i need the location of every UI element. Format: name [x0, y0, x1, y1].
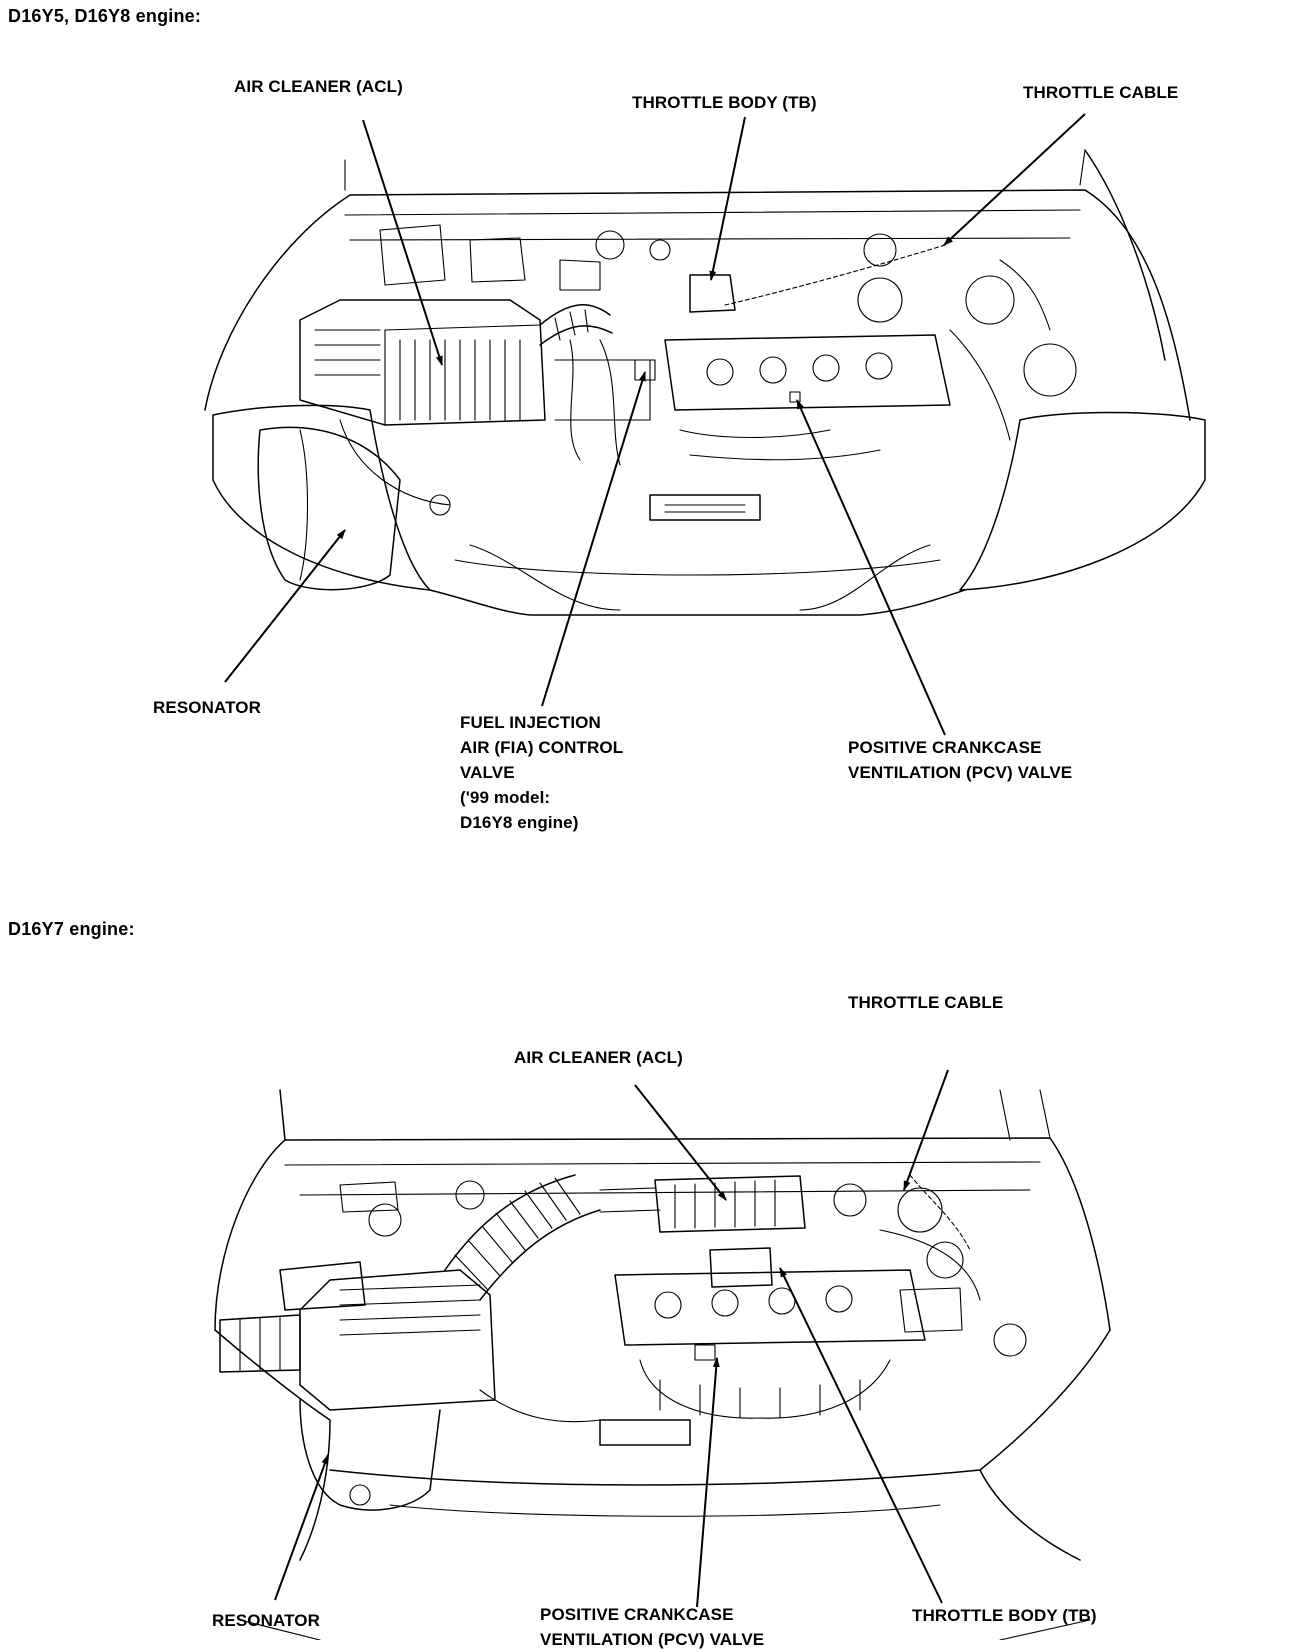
- bottom-engine-bay-illustration: [214, 1089, 1111, 1640]
- label-pcv-valve-bottom: POSITIVE CRANKCASE VENTILATION (PCV) VAL…: [540, 1602, 764, 1652]
- pcv-top-line-2: VENTILATION (PCV) VALVE: [848, 763, 1073, 782]
- top-diagram-heading: D16Y5, D16Y8 engine:: [8, 6, 202, 26]
- label-throttle-body-top: THROTTLE BODY (TB): [632, 93, 817, 112]
- fia-line-4: ('99 model:: [460, 788, 551, 807]
- label-throttle-body-bottom: THROTTLE BODY (TB): [912, 1606, 1097, 1625]
- fia-line-2: AIR (FIA) CONTROL: [460, 738, 624, 757]
- label-throttle-cable-top: THROTTLE CABLE: [1023, 83, 1179, 102]
- pcv-top-line-1: POSITIVE CRANKCASE: [848, 738, 1042, 757]
- pcv-bottom-line-1: POSITIVE CRANKCASE: [540, 1605, 734, 1624]
- fia-line-3: VALVE: [460, 763, 515, 782]
- top-leader-lines: [224, 113, 1086, 736]
- bottom-diagram-heading: D16Y7 engine:: [8, 919, 135, 939]
- top-engine-bay-illustration: [204, 149, 1206, 616]
- label-resonator-bottom: RESONATOR: [212, 1611, 320, 1630]
- label-pcv-valve-top: POSITIVE CRANKCASE VENTILATION (PCV) VAL…: [848, 735, 1072, 785]
- label-throttle-cable-bottom: THROTTLE CABLE: [848, 993, 1004, 1012]
- label-air-cleaner-bottom: AIR CLEANER (ACL): [514, 1048, 683, 1067]
- label-resonator-top: RESONATOR: [153, 698, 261, 717]
- label-air-cleaner-top: AIR CLEANER (ACL): [234, 77, 403, 96]
- label-fia-control-valve: FUEL INJECTION AIR (FIA) CONTROL VALVE (…: [460, 710, 623, 835]
- fia-line-5: D16Y8 engine): [460, 813, 579, 832]
- fia-line-1: FUEL INJECTION: [460, 713, 601, 732]
- bottom-leader-lines: [274, 1069, 949, 1608]
